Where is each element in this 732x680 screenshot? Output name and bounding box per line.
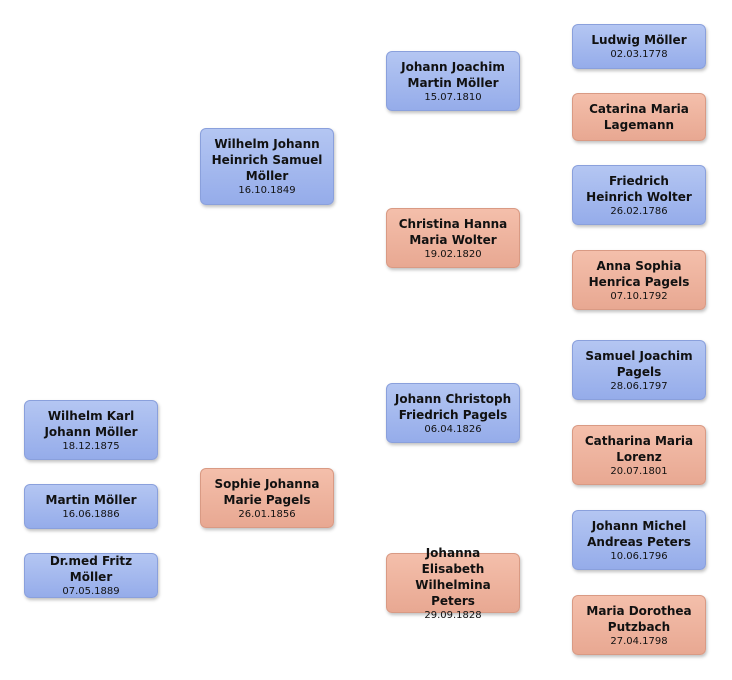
person-date: 07.10.1792 xyxy=(610,290,668,302)
person-date: 29.09.1828 xyxy=(424,609,482,621)
person-name: Sophie Johanna Marie Pagels xyxy=(214,476,320,507)
person-card-sophie[interactable]: Sophie Johanna Marie Pagels 26.01.1856 xyxy=(200,468,334,528)
person-card-christina[interactable]: Christina Hanna Maria Wolter 19.02.1820 xyxy=(386,208,520,268)
person-card-johann-michel[interactable]: Johann Michel Andreas Peters 10.06.1796 xyxy=(572,510,706,570)
person-card-wilhelm-johann[interactable]: Wilhelm Johann Heinrich Samuel Möller 16… xyxy=(200,128,334,205)
person-name: Samuel Joachim Pagels xyxy=(585,348,693,379)
person-card-samuel[interactable]: Samuel Joachim Pagels 28.06.1797 xyxy=(572,340,706,400)
person-date: 28.06.1797 xyxy=(610,380,668,392)
person-name: Johann Michel Andreas Peters xyxy=(587,518,691,549)
person-date: 26.01.1856 xyxy=(238,508,296,520)
person-card-ludwig[interactable]: Ludwig Möller 02.03.1778 xyxy=(572,24,706,69)
person-name: Johanna Elisabeth Wilhelmina Peters xyxy=(415,545,491,608)
person-name: Christina Hanna Maria Wolter xyxy=(398,216,508,247)
person-name: Anna Sophia Henrica Pagels xyxy=(588,258,690,289)
person-date: 02.03.1778 xyxy=(610,49,668,60)
person-date: 19.02.1820 xyxy=(424,248,482,260)
person-name: Friedrich Heinrich Wolter xyxy=(586,173,692,204)
person-name: Johann Christoph Friedrich Pagels xyxy=(394,391,512,422)
person-date: 06.04.1826 xyxy=(424,423,482,435)
person-date: 27.04.1798 xyxy=(610,635,668,647)
person-date: 10.06.1796 xyxy=(610,550,668,562)
person-name: Wilhelm Johann Heinrich Samuel Möller xyxy=(211,137,323,183)
person-card-fritz[interactable]: Dr.med Fritz Möller 07.05.1889 xyxy=(24,553,158,598)
person-date: 07.05.1889 xyxy=(62,586,120,597)
person-date: 16.10.1849 xyxy=(238,185,296,196)
person-card-maria[interactable]: Maria Dorothea Putzbach 27.04.1798 xyxy=(572,595,706,655)
person-card-johann-joachim[interactable]: Johann Joachim Martin Möller 15.07.1810 xyxy=(386,51,520,111)
person-card-johanna[interactable]: Johanna Elisabeth Wilhelmina Peters 29.0… xyxy=(386,546,520,621)
person-card-johann-christoph[interactable]: Johann Christoph Friedrich Pagels 06.04.… xyxy=(386,383,520,443)
person-date: 20.07.1801 xyxy=(610,465,668,477)
person-card-wilhelm-karl[interactable]: Wilhelm Karl Johann Möller 18.12.1875 xyxy=(24,400,158,460)
person-date: 16.06.1886 xyxy=(62,509,120,520)
person-name: Johann Joachim Martin Möller xyxy=(401,59,505,90)
person-name: Maria Dorothea Putzbach xyxy=(586,603,692,634)
person-name: Wilhelm Karl Johann Möller xyxy=(44,408,138,439)
person-date: 15.07.1810 xyxy=(424,91,482,103)
person-name: Ludwig Möller xyxy=(591,33,687,47)
person-name: Dr.med Fritz Möller xyxy=(49,554,133,584)
person-card-martin[interactable]: Martin Möller 16.06.1886 xyxy=(24,484,158,529)
person-card-catarina[interactable]: Catarina Maria Lagemann xyxy=(572,93,706,141)
person-date: 18.12.1875 xyxy=(62,440,120,452)
person-card-friedrich[interactable]: Friedrich Heinrich Wolter 26.02.1786 xyxy=(572,165,706,225)
person-card-anna[interactable]: Anna Sophia Henrica Pagels 07.10.1792 xyxy=(572,250,706,310)
person-name: Catharina Maria Lorenz xyxy=(584,433,694,464)
person-card-catharina[interactable]: Catharina Maria Lorenz 20.07.1801 xyxy=(572,425,706,485)
person-name: Martin Möller xyxy=(45,493,137,507)
person-date: 26.02.1786 xyxy=(610,205,668,217)
person-name: Catarina Maria Lagemann xyxy=(589,102,689,132)
